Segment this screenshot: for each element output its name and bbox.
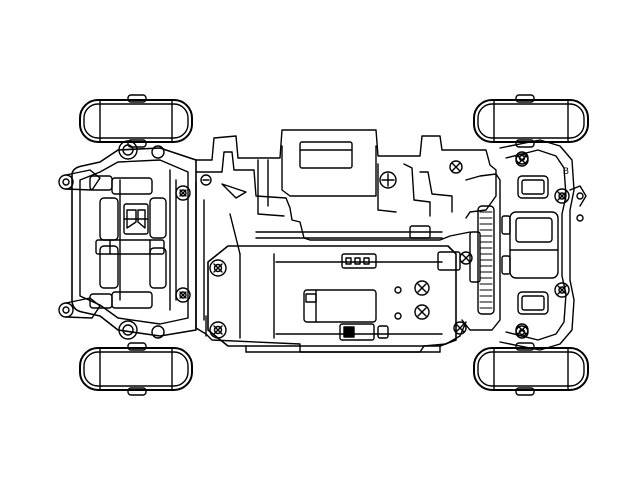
box-screw-center-upper: [414, 280, 430, 296]
box-screw-left-lower: [209, 321, 227, 339]
gearbox-screw-lower: [453, 321, 467, 335]
tub-screw-upper-right: [449, 160, 463, 174]
front-suspension-assembly: [58, 140, 197, 340]
rear-screw-lower: [554, 282, 570, 298]
wheel-front-left: [79, 94, 193, 148]
wheel-rear-right: [473, 342, 589, 396]
front-screw-lower: [175, 287, 191, 303]
rear-screw-side-upper: [515, 153, 529, 167]
rear-screw-side-lower: [515, 323, 529, 337]
tub-screw-upper-left: [200, 174, 212, 186]
wheel-rear-left: [473, 94, 589, 148]
front-screw-upper: [175, 185, 191, 201]
box-screw-left-upper: [209, 259, 227, 277]
wheel-front-right: [79, 342, 193, 396]
rear-suspension-assembly: [499, 139, 587, 351]
box-screw-center-lower: [414, 304, 430, 320]
rear-screw-upper: [554, 188, 570, 204]
rear-marker-label: B: [563, 167, 569, 177]
electronics-box: [207, 245, 457, 353]
gearbox-screw-upper: [459, 251, 473, 265]
rear-gearbox: [461, 173, 501, 331]
